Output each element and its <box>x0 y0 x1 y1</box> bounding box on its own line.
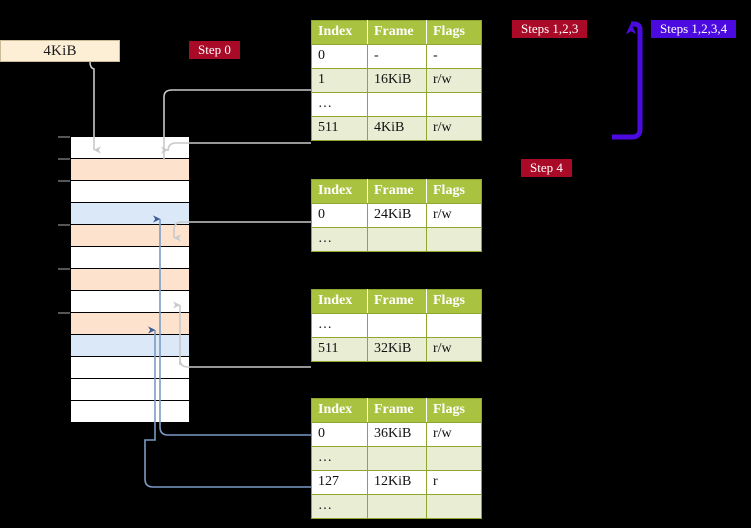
step-4-tag: Step 4 <box>521 159 572 177</box>
table-cell-frame <box>367 227 427 252</box>
step-0-tag: Step 0 <box>189 41 240 59</box>
memory-frame-row <box>70 290 190 313</box>
memory-frame-row <box>70 268 190 291</box>
memory-frame-row <box>70 400 190 423</box>
table-cell-frame: 12KiB <box>367 470 427 495</box>
table-cell-index: 1 <box>311 68 368 93</box>
table-row[interactable]: … <box>311 92 482 117</box>
physical-memory-column <box>70 136 190 423</box>
column-header-index: Index <box>311 179 368 204</box>
table-cell-frame <box>367 313 427 338</box>
table-row[interactable]: … <box>311 494 482 519</box>
table-row[interactable]: … <box>311 227 482 252</box>
column-header-frame: Frame <box>367 289 427 314</box>
column-header-flags: Flags <box>426 179 482 204</box>
table-cell-flags <box>426 446 482 471</box>
memory-frame-row <box>70 312 190 335</box>
table-cell-flags: - <box>426 44 482 69</box>
table-cell-flags <box>426 227 482 252</box>
table-cell-frame: 36KiB <box>367 422 427 447</box>
column-header-frame: Frame <box>367 179 427 204</box>
table-cell-index: … <box>311 227 368 252</box>
memory-frame-row <box>70 224 190 247</box>
memory-frame-row <box>70 180 190 203</box>
table-cell-index: … <box>311 494 368 519</box>
table-cell-flags: r/w <box>426 203 482 228</box>
table-cell-flags: r/w <box>426 422 482 447</box>
column-header-index: Index <box>311 20 368 45</box>
table-cell-index: 127 <box>311 470 368 495</box>
table-cell-frame <box>367 92 427 117</box>
steps-123-label: Steps 1,2,3 <box>521 21 579 36</box>
table-cell-index: 0 <box>311 422 368 447</box>
table-cell-flags: r/w <box>426 68 482 93</box>
table-cell-flags: r/w <box>426 116 482 141</box>
table-cell-flags <box>426 494 482 519</box>
column-header-frame: Frame <box>367 20 427 45</box>
memory-frame-row <box>70 158 190 181</box>
column-header-index: Index <box>311 289 368 314</box>
table-cell-index: … <box>311 313 368 338</box>
column-header-flags: Flags <box>426 398 482 423</box>
table-cell-index: … <box>311 92 368 117</box>
table-cell-frame: - <box>367 44 427 69</box>
column-header-frame: Frame <box>367 398 427 423</box>
table-cell-frame <box>367 446 427 471</box>
memory-frame-row <box>70 246 190 269</box>
step-0-label: Step 0 <box>198 42 231 57</box>
steps-1234-tag: Steps 1,2,3,4 <box>651 20 737 38</box>
table-row[interactable]: 0-- <box>311 44 482 69</box>
steps-123-tag: Steps 1,2,3 <box>512 20 588 38</box>
table-cell-index: 0 <box>311 203 368 228</box>
connector-pd-511-baseline <box>179 358 311 368</box>
column-header-flags: Flags <box>426 20 482 45</box>
purple-bracket-arrow <box>612 21 643 140</box>
table-cell-index: … <box>311 446 368 471</box>
memory-frame-row <box>70 334 190 357</box>
column-header-flags: Flags <box>426 289 482 314</box>
table-cell-frame <box>367 494 427 519</box>
step-4-label: Step 4 <box>530 160 563 175</box>
table-cell-frame: 24KiB <box>367 203 427 228</box>
memory-frame-row <box>70 202 190 225</box>
connector-pdpt-0-to-memory <box>173 221 311 242</box>
size-label-4kib: 4KiB <box>0 40 120 62</box>
memory-tick-marks <box>58 136 70 314</box>
table-row[interactable]: … <box>311 446 482 471</box>
table-cell-flags <box>426 313 482 338</box>
memory-frame-row <box>70 356 190 379</box>
table-cell-frame: 16KiB <box>367 68 427 93</box>
table-cell-index: 511 <box>311 337 368 362</box>
size-label-text: 4KiB <box>43 42 77 59</box>
table-row[interactable]: … <box>311 313 482 338</box>
table-cell-frame: 4KiB <box>367 116 427 141</box>
table-cell-frame: 32KiB <box>367 337 427 362</box>
column-header-index: Index <box>311 398 368 423</box>
table-cell-flags: r/w <box>426 337 482 362</box>
table-cell-index: 0 <box>311 44 368 69</box>
table-cell-index: 511 <box>311 116 368 141</box>
memory-frame-row <box>70 136 190 159</box>
memory-frame-row <box>70 378 190 401</box>
steps-1234-label: Steps 1,2,3,4 <box>660 21 728 36</box>
table-cell-flags: r <box>426 470 482 495</box>
table-cell-flags <box>426 92 482 117</box>
